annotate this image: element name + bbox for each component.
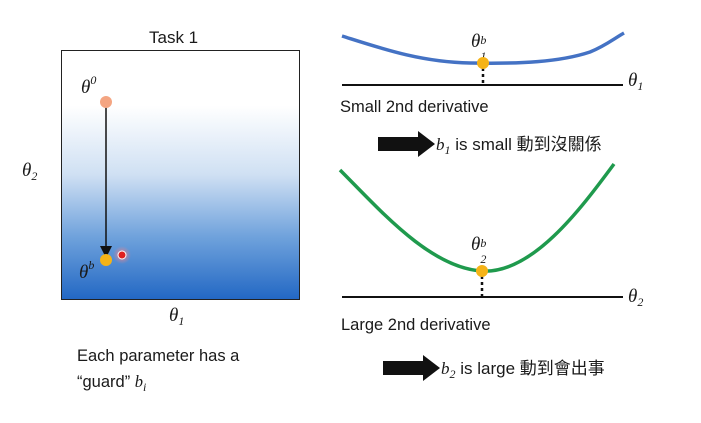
small-derivative-curve (341, 31, 625, 65)
red-point-dot (117, 250, 127, 260)
top-curve-axis-label: θ1 (628, 70, 644, 93)
bottom-curve-axis-label: θ2 (628, 286, 644, 309)
bottom-min-dot (476, 265, 488, 277)
b2-effect-text: b2 is large 動到會出事 (441, 359, 605, 381)
task-title: Task 1 (149, 28, 199, 47)
end-point-dot (100, 254, 112, 266)
end-point-label: θb (79, 258, 95, 283)
guard-description: Each parameter has a “guard” bi (77, 343, 307, 400)
guard-line-2: “guard” bi (77, 372, 147, 394)
y-axis-label: θ2 (22, 160, 38, 183)
top-right-arrow (378, 131, 435, 157)
start-point-label: θ0 (81, 73, 97, 98)
start-point-dot (100, 96, 112, 108)
b1-effect-text: b1 is small 動到沒關係 (436, 135, 602, 157)
top-min-dot (477, 57, 489, 69)
x-axis-label: θ1 (169, 305, 185, 328)
large-derivative-caption: Large 2nd derivative (341, 316, 491, 334)
large-derivative-curve (338, 162, 616, 273)
bottom-right-arrow (383, 355, 440, 381)
small-derivative-caption: Small 2nd derivative (340, 98, 489, 116)
guard-line-1: Each parameter has a (77, 347, 240, 365)
